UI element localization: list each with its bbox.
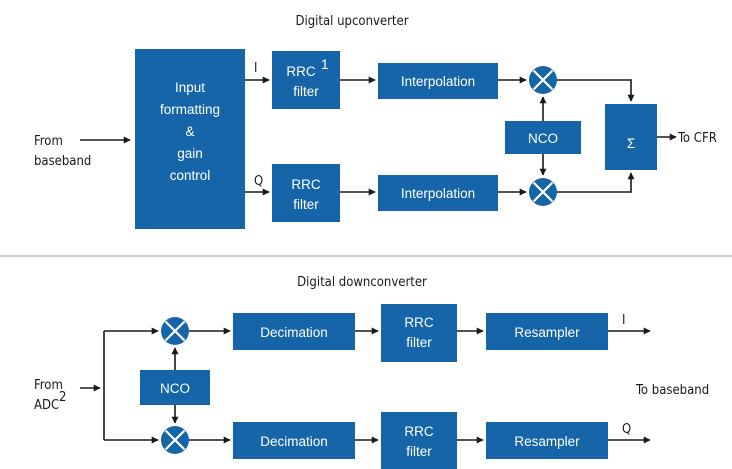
- up-input-label-line1: From: [34, 134, 63, 149]
- rrc-filter-bottom-block: [272, 164, 340, 222]
- down-input-label-line2: ADC: [34, 398, 59, 413]
- rrc-bot-line2: filter: [293, 197, 319, 212]
- downconverter-title: Digital downconverter: [297, 275, 427, 290]
- down-rrc-bottom-block: [381, 412, 457, 469]
- up-input-label-line2: baseband: [34, 154, 91, 169]
- decimation-top-label: Decimation: [260, 325, 328, 340]
- interpolation-top-label: Interpolation: [401, 74, 475, 89]
- interpolation-bottom-label: Interpolation: [401, 186, 475, 201]
- down-rrc-top-line2: filter: [406, 335, 432, 350]
- interpolation-top-block: [378, 63, 498, 99]
- format-block-line5: control: [170, 168, 211, 183]
- rrc-filter-top-block: [272, 51, 340, 109]
- down-rrc-bot-line2: filter: [406, 444, 432, 459]
- sum-block: [605, 104, 657, 170]
- rrc-top-superscript: 1: [321, 57, 329, 72]
- format-block-line4: gain: [177, 146, 203, 161]
- down-nco-block: [140, 370, 210, 405]
- mixer-bottom-icon: [529, 178, 557, 206]
- up-i-to-sum-arrow: [557, 79, 635, 102]
- down-q-label: Q: [622, 422, 631, 437]
- down-output-label: To baseband: [635, 383, 709, 398]
- interpolation-bottom-block: [378, 175, 498, 211]
- down-nco-label: NCO: [160, 381, 190, 396]
- decimation-bottom-block: [233, 422, 355, 459]
- resampler-bottom-block: [486, 422, 608, 459]
- down-rrc-top-line1: RRC: [404, 315, 433, 330]
- sum-symbol: Σ: [627, 136, 635, 151]
- up-q-to-sum-arrow: [557, 172, 635, 193]
- up-q-label: Q: [254, 174, 263, 189]
- rrc-bot-line1: RRC: [291, 177, 320, 192]
- decimation-bottom-label: Decimation: [260, 434, 328, 449]
- upconverter-title: Digital upconverter: [296, 14, 409, 29]
- decimation-top-block: [233, 313, 355, 350]
- resampler-bottom-label: Resampler: [514, 434, 580, 449]
- down-rrc-top-block: [381, 304, 457, 362]
- resampler-top-block: [486, 313, 608, 350]
- up-output-label: To CFR: [677, 131, 717, 146]
- down-rrc-bot-line1: RRC: [404, 424, 433, 439]
- rrc-top-line2: filter: [293, 84, 319, 99]
- down-mixer-top-icon: [161, 317, 189, 345]
- down-input-label-superscript: 2: [59, 390, 66, 405]
- up-nco-label: NCO: [528, 131, 558, 146]
- rrc-top-line1: RRC: [286, 64, 315, 79]
- up-nco-block: [505, 121, 581, 154]
- format-block-line3: &: [185, 124, 194, 139]
- up-i-label: I: [254, 61, 257, 76]
- input-formatting-block: [135, 49, 245, 229]
- down-input-label-line1: From: [34, 378, 63, 393]
- mixer-top-icon: [529, 66, 557, 94]
- resampler-top-label: Resampler: [514, 325, 580, 340]
- format-block-line1: Input: [175, 80, 205, 95]
- down-mixer-bottom-icon: [161, 426, 189, 454]
- format-block-line2: formatting: [160, 102, 220, 117]
- down-i-label: I: [622, 313, 625, 328]
